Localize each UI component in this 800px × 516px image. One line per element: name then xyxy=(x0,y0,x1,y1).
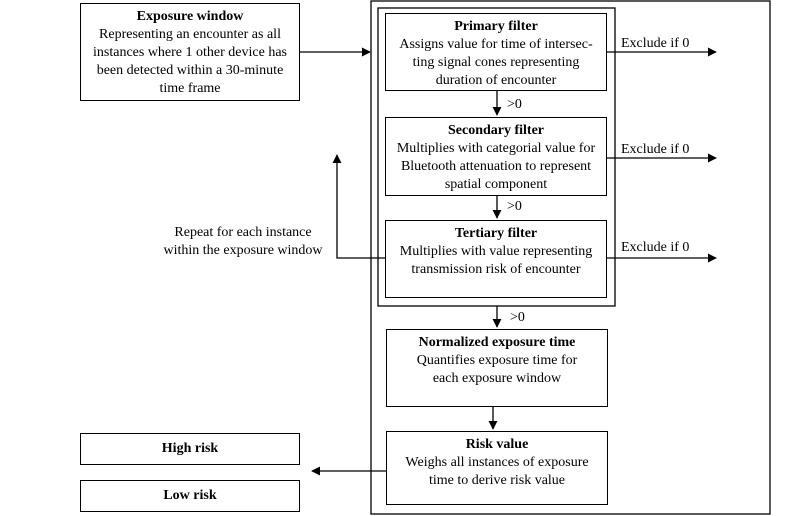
secondary-filter-text-2: Bluetooth attenuation to represent xyxy=(400,159,592,174)
secondary-filter-text-1: Multiplies with categorial value for xyxy=(396,141,596,156)
gt0-label-1: >0 xyxy=(507,97,522,112)
exposure-window-box: Exposure window Representing an encounte… xyxy=(80,3,300,101)
primary-filter-text-3: duration of encounter xyxy=(435,73,557,88)
tertiary-filter-text-2: transmission risk of encounter xyxy=(411,262,581,277)
low-risk-box: Low risk xyxy=(80,480,300,512)
tertiary-filter-text-1: Multiplies with value representing xyxy=(399,244,593,259)
risk-value-box: Risk value Weighs all instances of expos… xyxy=(386,431,608,505)
secondary-filter-title: Secondary filter xyxy=(447,123,545,138)
loop-label: Repeat for each instance within the expo… xyxy=(152,224,334,260)
normalized-exposure-time-box: Normalized exposure time Quantifies expo… xyxy=(386,329,608,407)
primary-filter-text-1: Assigns value for time of intersec- xyxy=(399,37,593,52)
normalized-exposure-time-text-1: Quantifies exposure time for xyxy=(416,353,578,368)
risk-value-title: Risk value xyxy=(465,437,529,452)
exclude-label-primary: Exclude if 0 xyxy=(621,36,690,51)
loop-label-line-1: Repeat for each instance xyxy=(174,225,312,240)
exposure-window-title: Exposure window xyxy=(136,9,244,24)
gt0-label-3: >0 xyxy=(510,310,525,325)
primary-filter-text-2: ting signal cones representing xyxy=(412,55,580,70)
normalized-exposure-time-title: Normalized exposure time xyxy=(418,335,576,350)
tertiary-filter-title: Tertiary filter xyxy=(454,226,538,241)
normalized-exposure-time-text-2: each exposure window xyxy=(432,371,562,386)
high-risk-box: High risk xyxy=(80,433,300,465)
loop-label-line-2: within the exposure window xyxy=(163,243,323,258)
exclude-label-tertiary: Exclude if 0 xyxy=(621,240,690,255)
low-risk-label: Low risk xyxy=(163,488,217,503)
gt0-label-2: >0 xyxy=(507,199,522,214)
high-risk-label: High risk xyxy=(161,441,219,456)
loop-back-line xyxy=(332,154,385,259)
exposure-window-text-4: time frame xyxy=(159,81,221,96)
tertiary-filter-box: Tertiary filter Multiplies with value re… xyxy=(385,220,607,298)
secondary-filter-text-3: spatial component xyxy=(444,177,548,192)
exposure-window-text-3: been detected within a 30-minute xyxy=(96,63,284,78)
primary-filter-box: Primary filter Assigns value for time of… xyxy=(385,13,607,91)
primary-filter-title: Primary filter xyxy=(454,19,538,34)
risk-value-text-2: time to derive risk value xyxy=(428,473,566,488)
secondary-filter-box: Secondary filter Multiplies with categor… xyxy=(385,117,607,196)
exclude-label-secondary: Exclude if 0 xyxy=(621,142,690,157)
risk-value-text-1: Weighs all instances of exposure xyxy=(405,455,589,470)
exposure-window-text-1: Representing an encounter as all xyxy=(99,27,281,42)
exposure-window-text-2: instances where 1 other device has xyxy=(93,45,287,60)
